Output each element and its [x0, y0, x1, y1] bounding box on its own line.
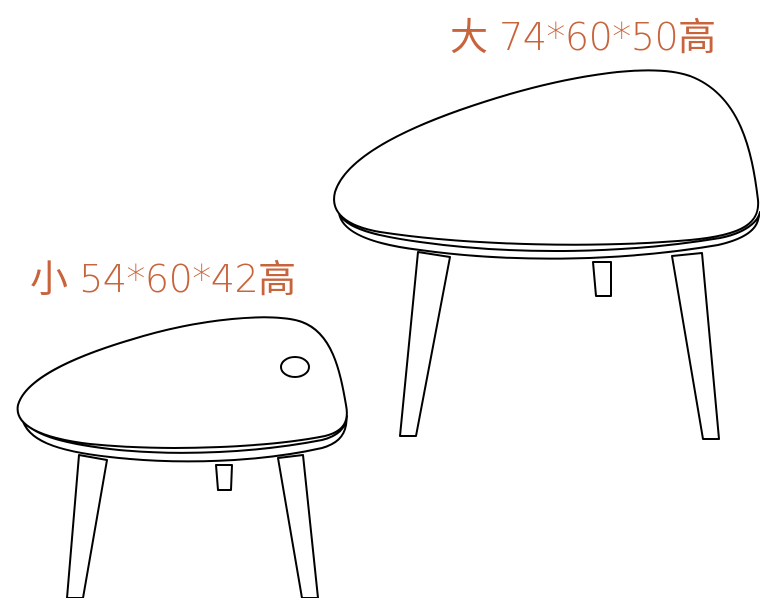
- large-table-top-surface: [333, 69, 760, 246]
- large-table: [333, 69, 760, 440]
- small-table-left-leg: [66, 454, 108, 598]
- large-table-right-leg: [671, 252, 720, 440]
- large-table-top-edge: [338, 211, 760, 260]
- small-table-right-leg: [277, 454, 319, 598]
- large-table-dimension-label: 大 74*60*50高: [450, 15, 716, 59]
- large-table-back-leg: [592, 261, 612, 297]
- small-table: [16, 316, 348, 598]
- small-table-top-surface: [16, 316, 348, 449]
- small-table-cable-hole: [280, 356, 310, 378]
- small-table-dimension-label: 小 54*60*42高: [30, 257, 296, 301]
- large-table-left-leg: [399, 251, 451, 437]
- small-table-back-leg: [215, 464, 233, 491]
- small-table-top-edge: [21, 415, 348, 463]
